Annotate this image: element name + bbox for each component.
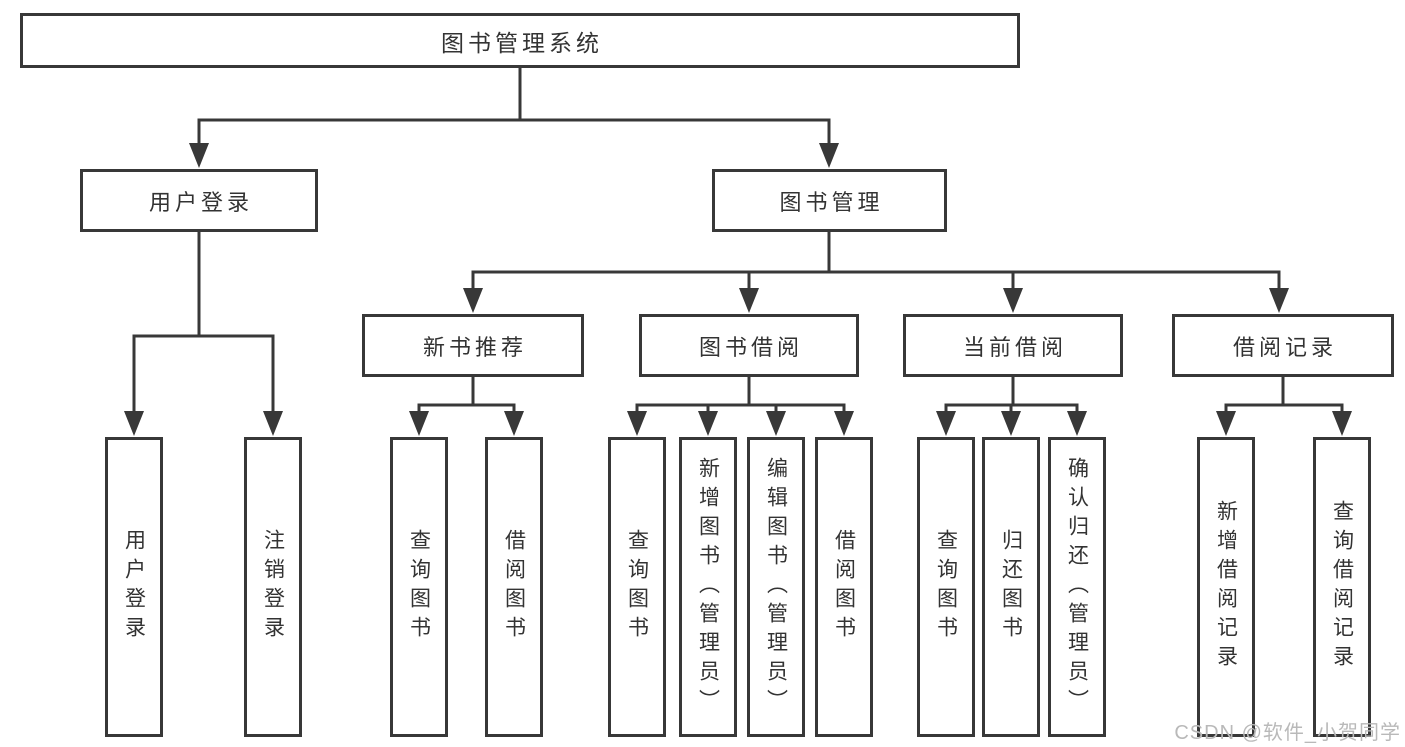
leaf-query-books-recommend: 查询图书 (390, 437, 448, 737)
leaf-borrow-books-label: 借阅图书 (832, 529, 856, 645)
leaf-confirm-return-admin: 确认归还（管理员） (1048, 437, 1106, 737)
leaf-edit-book-admin: 编辑图书（管理员） (747, 437, 805, 737)
leaf-add-borrow-record-label: 新增借阅记录 (1214, 500, 1238, 674)
node-current-borrow: 当前借阅 (903, 314, 1123, 377)
node-book-management-label: 图书管理 (779, 189, 884, 215)
node-new-book-recommend-label: 新书推荐 (422, 334, 527, 360)
leaf-add-book-admin-label: 新增图书（管理员） (696, 456, 720, 718)
node-borrow-records-label: 借阅记录 (1232, 334, 1337, 360)
node-root-label: 图书管理系统 (441, 29, 603, 56)
node-book-borrow-label: 图书借阅 (698, 334, 803, 360)
leaf-logout: 注销登录 (244, 437, 302, 737)
node-new-book-recommend: 新书推荐 (362, 314, 584, 377)
leaf-return-book: 归还图书 (982, 437, 1040, 737)
leaf-borrow-books-recommend-label: 借阅图书 (502, 529, 526, 645)
node-book-management: 图书管理 (712, 169, 947, 232)
node-borrow-records: 借阅记录 (1172, 314, 1394, 377)
leaf-query-books-current: 查询图书 (917, 437, 975, 737)
leaf-query-borrow-record-label: 查询借阅记录 (1330, 500, 1354, 674)
leaf-add-borrow-record: 新增借阅记录 (1197, 437, 1255, 737)
leaf-borrow-books-recommend: 借阅图书 (485, 437, 543, 737)
leaf-query-borrow-record: 查询借阅记录 (1313, 437, 1371, 737)
leaf-user-login: 用户登录 (105, 437, 163, 737)
node-user-login-label: 用户登录 (148, 189, 253, 215)
leaf-borrow-books: 借阅图书 (815, 437, 873, 737)
leaf-query-books-recommend-label: 查询图书 (407, 529, 431, 645)
node-book-borrow: 图书借阅 (639, 314, 859, 377)
arrowheads (124, 143, 1352, 436)
node-current-borrow-label: 当前借阅 (962, 334, 1067, 360)
leaf-confirm-return-admin-label: 确认归还（管理员） (1065, 456, 1089, 718)
leaf-return-book-label: 归还图书 (999, 529, 1023, 645)
leaf-query-books-current-label: 查询图书 (934, 529, 958, 645)
leaf-query-books-borrow-label: 查询图书 (625, 529, 649, 645)
leaf-edit-book-admin-label: 编辑图书（管理员） (764, 456, 788, 718)
leaf-user-login-label: 用户登录 (122, 529, 146, 645)
leaf-logout-label: 注销登录 (261, 529, 285, 645)
leaf-query-books-borrow: 查询图书 (608, 437, 666, 737)
leaf-add-book-admin: 新增图书（管理员） (679, 437, 737, 737)
node-root: 图书管理系统 (20, 13, 1020, 68)
node-user-login: 用户登录 (80, 169, 318, 232)
csdn-watermark: CSDN @软件_小贺同学 (1174, 722, 1401, 744)
